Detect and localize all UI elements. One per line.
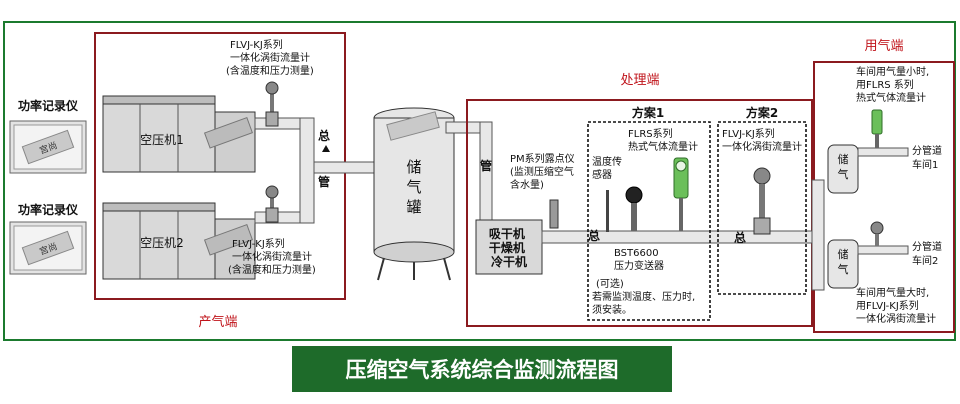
dew-point-sensor [549,199,559,229]
treatment-label: 处理端 [620,73,659,88]
pipe-label-pipe-1: 管 [318,174,330,189]
temp-sensor [606,190,609,232]
pressure-transmitter [625,186,643,204]
power-recorder-1: 功率记录仪 宫尚 [9,98,87,174]
diagram-title: 压缩空气系统综合监测流程图 [346,358,619,382]
compressor-1: 空压机1 [102,95,256,173]
usage-label: 用气端 [864,38,903,54]
tank-char-3: 罐 [406,198,421,216]
recorder-label-2: 功率记录仪 [18,202,79,217]
meter-top-label: FLVJ-KJ系列 一体化涡街流量计 (含温度和压力测量) [226,38,314,77]
dryer-label: 吸干机 干燥机 冷干机 [489,226,529,269]
plan-2-vortex-meter [753,167,771,235]
branch-1-label: 分管道 车间1 [912,144,945,171]
compressor-2-label: 空压机2 [140,236,184,250]
pipe-label-main-3: 总 [734,230,746,245]
usage-flrs-meter [871,109,883,148]
svg-text:气: 气 [838,167,849,181]
vortex-meter-top [265,81,279,127]
tank-char-2: 气 [406,178,421,196]
pipe-label-main-1: 总 [318,128,330,143]
svg-text:储: 储 [838,152,849,166]
plan-2-title: 方案2 [746,105,778,120]
plan-1-title: 方案1 [632,105,664,120]
compressor-1-label: 空压机1 [140,133,184,147]
usage-small-note: 车间用气量小时, 用FLRS 系列 热式气体流量计 [856,65,932,104]
branch-pipe-1 [857,147,909,157]
plan-2-meter-label: FLVJ-KJ系列 一体化涡街流量计 [722,127,802,153]
compressor-2: 空压机2 [102,202,256,280]
branch-pipe-2 [857,245,909,255]
meter-bottom-label: FLVJ-KJ系列 一体化涡街流量计 (含温度和压力测量) [228,237,316,276]
usage-vortex-meter [870,221,884,246]
dryer-unit: 吸干机 干燥机 冷干机 [475,219,543,275]
storage-tank: 储 气 罐 [373,107,455,281]
recorder-label-1: 功率记录仪 [18,98,79,113]
usage-tank-2: 储 气 [827,239,859,289]
main-pipe-vertical [299,117,315,224]
pipe-label-main-2: 总 [588,228,600,243]
usage-riser [811,179,825,291]
usage-tank-1: 储 气 [827,144,859,194]
usage-large-note: 车间用气量大时, 用FLVJ-KJ系列 一体化涡街流量计 [856,286,936,325]
temp-sensor-label: 温度传 感器 [592,155,625,181]
svg-text:储: 储 [838,247,849,261]
branch-2-label: 分管道 车间2 [912,240,945,267]
arrow-down-icon [322,145,330,152]
tank-char-1: 储 [406,158,421,176]
title-banner [292,346,672,392]
optional-note: (可选) 若需监测温度、压力时, 须安装。 [592,277,698,316]
bst-label: BST6600 压力变送器 [614,248,664,272]
pipe-vertical-2 [479,121,493,233]
production-label: 产气端 [198,314,237,330]
svg-text:气: 气 [838,262,849,276]
flrs-meter [673,157,689,231]
plan-1-border [587,121,711,321]
pipe-label-pipe-2: 管 [480,158,492,173]
vortex-meter-bottom [265,185,279,223]
main-pipe-treatment [541,230,823,244]
flrs-label: FLRS系列 热式气体流量计 [628,127,698,153]
dew-point-label: PM系列露点仪 (监测压缩空气 含水量) [510,152,578,191]
power-recorder-2: 功率记录仪 宫尚 [9,202,87,275]
